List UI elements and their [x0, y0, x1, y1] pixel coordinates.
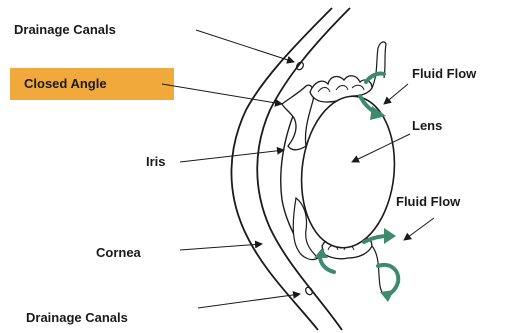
- label-lens: Lens: [412, 118, 442, 133]
- sclera-upper: [372, 42, 386, 88]
- label-drainage-canals-bottom: Drainage Canals: [26, 310, 128, 325]
- label-fluid-flow-bottom: Fluid Flow: [396, 194, 460, 209]
- leader-fluid-flow-bottom: [404, 218, 434, 240]
- leader-closed-angle: [162, 84, 282, 104]
- label-iris: Iris: [146, 154, 166, 169]
- leader-drainage-top: [196, 30, 294, 62]
- label-fluid-flow-top: Fluid Flow: [412, 66, 476, 81]
- sclera-lower: [372, 246, 390, 297]
- leader-cornea: [180, 244, 262, 250]
- label-closed-angle: Closed Angle: [24, 76, 107, 91]
- leader-drainage-bottom: [198, 294, 300, 308]
- leader-fluid-flow-top: [384, 84, 408, 104]
- label-cornea: Cornea: [96, 245, 141, 260]
- fluid-flow-arrow-bottom-left: [320, 256, 334, 272]
- drainage-canal-bottom: [304, 286, 314, 296]
- label-drainage-canals-top: Drainage Canals: [14, 22, 116, 37]
